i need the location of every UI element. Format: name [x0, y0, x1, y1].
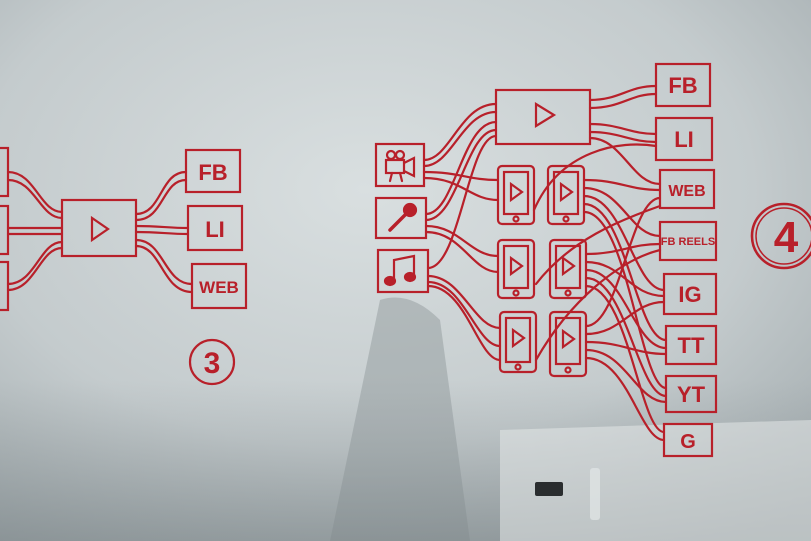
- d3-connector: [134, 230, 190, 236]
- d4-connector: [588, 84, 658, 102]
- d4-number-circle-inner: [755, 207, 811, 265]
- d4-connector: [588, 92, 658, 110]
- d4-connector: [424, 224, 500, 258]
- d3-center-box: [60, 198, 138, 258]
- d4-connector: [532, 143, 658, 212]
- d3-connector: [6, 246, 64, 292]
- d4-connector: [588, 122, 658, 136]
- desk-reflection: [500, 420, 811, 541]
- d4-number-circle: [750, 202, 811, 270]
- d4-output-label: TT: [678, 333, 705, 358]
- d4-connector: [584, 348, 668, 404]
- d4-output-label: FB: [668, 73, 697, 98]
- video-camera-icon: [384, 149, 416, 183]
- d4-hub-box: [494, 88, 592, 146]
- d3-connector: [134, 244, 194, 294]
- microphone-icon: [388, 202, 418, 232]
- d4-number: 4: [774, 213, 799, 262]
- d3-left-box: [0, 260, 10, 312]
- d4-connector: [426, 274, 502, 330]
- d4-connector: [582, 194, 666, 292]
- d4-output-label: WEB: [668, 183, 705, 200]
- d4-output-label: IG: [678, 282, 701, 307]
- d3-connector: [6, 170, 64, 214]
- d3-output-box-fb: [184, 148, 242, 194]
- d3-connector: [6, 178, 64, 220]
- d4-connector: [582, 210, 668, 390]
- d4-output-box-web: [658, 168, 716, 210]
- play-icon: [534, 102, 557, 128]
- d4-output-label: LI: [674, 127, 694, 152]
- diagram-4: [374, 62, 811, 458]
- d4-connector: [584, 356, 666, 442]
- d3-output-label: FB: [198, 160, 227, 185]
- d4-connector: [424, 230, 500, 274]
- d3-left-box: [0, 204, 10, 256]
- d4-connector: [584, 340, 668, 356]
- d4-connector: [422, 110, 498, 168]
- d3-output-label: WEB: [199, 278, 239, 297]
- d4-output-box-ig: [662, 272, 718, 316]
- desk-object: [535, 482, 563, 496]
- d4-connector: [426, 284, 502, 362]
- d4-connector: [584, 300, 666, 336]
- d4-output-box-fb-reels: [658, 220, 718, 262]
- d4-connector: [588, 130, 658, 144]
- d3-number: 3: [204, 347, 221, 380]
- d3-connector: [134, 224, 190, 230]
- d4-connector: [422, 102, 498, 162]
- d4-output-label: YT: [677, 382, 706, 407]
- d4-output-box-g: [662, 422, 714, 458]
- bottle-reflection: [590, 468, 600, 520]
- play-icon: [90, 215, 110, 243]
- d4-connector: [534, 204, 662, 286]
- d4-output-box-yt: [664, 374, 718, 414]
- d4-connector: [588, 136, 662, 186]
- d4-connector: [422, 176, 500, 202]
- d4-connector: [584, 268, 668, 350]
- d3-number-circle: [188, 338, 236, 386]
- d3-output-label: LI: [205, 217, 225, 242]
- d4-connector: [584, 196, 662, 328]
- d3-output-box-li: [186, 204, 244, 252]
- d3-output-box-web: [190, 262, 248, 310]
- music-note-icon: [383, 254, 417, 287]
- d4-source-box: [374, 196, 428, 240]
- d4-connector: [582, 178, 662, 192]
- d3-connector: [6, 240, 64, 286]
- d4-connector: [582, 186, 662, 238]
- d4-connector: [582, 202, 668, 342]
- d3-connector: [134, 178, 188, 222]
- diagram-3: [0, 146, 248, 386]
- d3-connector: [134, 238, 194, 286]
- d4-connector: [534, 248, 662, 362]
- d4-output-box-tt: [664, 324, 718, 366]
- d4-connector: [426, 280, 502, 348]
- d4-connector: [422, 170, 500, 182]
- d4-output-box-li: [654, 116, 714, 162]
- d4-connector: [584, 284, 666, 434]
- d4-source-box: [376, 248, 430, 294]
- d4-connector: [426, 134, 498, 270]
- d4-connector: [584, 242, 662, 256]
- d4-output-box-fb: [654, 62, 712, 108]
- d4-output-label: G: [680, 431, 696, 453]
- d4-connector: [584, 260, 666, 298]
- d3-connector: [134, 170, 188, 216]
- d4-connector: [424, 120, 498, 216]
- d4-output-label: FB REELS: [661, 236, 715, 248]
